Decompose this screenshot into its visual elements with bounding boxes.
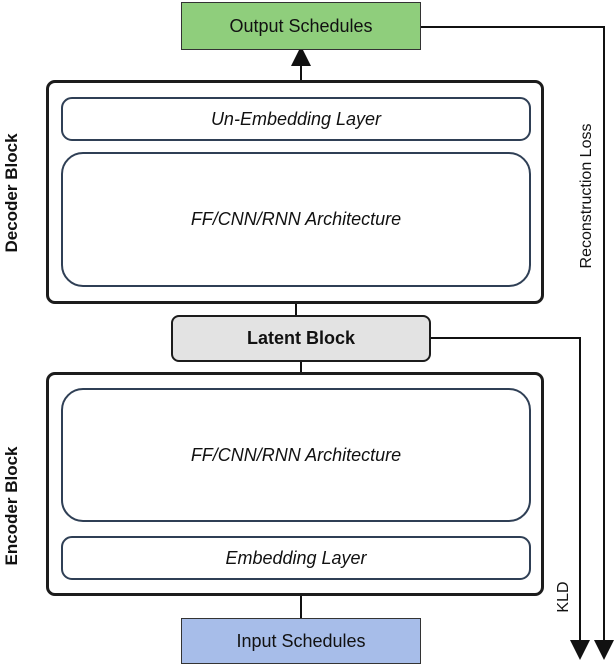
decoder-architecture-label: FF/CNN/RNN Architecture: [190, 209, 402, 229]
encoder-architecture: FF/CNN/RNN Architecture: [61, 388, 531, 522]
kld-arrow: [431, 337, 590, 660]
kld-label: KLD: [555, 581, 572, 613]
embedding-layer: Embedding Layer: [61, 536, 531, 580]
latent-block: Latent Block: [171, 315, 431, 362]
output-schedules-label: Output Schedules: [229, 15, 373, 36]
reconstruction-loss-arrow: [420, 26, 614, 660]
reconstruction-loss-label: Reconstruction Loss: [578, 123, 595, 269]
latent-block-label: Latent Block: [246, 328, 356, 348]
decoder-architecture: FF/CNN/RNN Architecture: [61, 152, 531, 287]
unembedding-layer: Un-Embedding Layer: [61, 97, 531, 141]
decoder-block-label: Decoder Block: [2, 133, 21, 253]
encoder-architecture-label: FF/CNN/RNN Architecture: [190, 444, 402, 465]
input-schedules-box: Input Schedules: [181, 618, 421, 664]
embedding-label: Embedding Layer: [225, 547, 367, 568]
input-schedules-label: Input Schedules: [236, 630, 366, 651]
output-schedules-box: Output Schedules: [181, 2, 421, 50]
encoder-block-label: Encoder Block: [2, 446, 21, 566]
unembedding-label: Un-Embedding Layer: [210, 108, 382, 129]
